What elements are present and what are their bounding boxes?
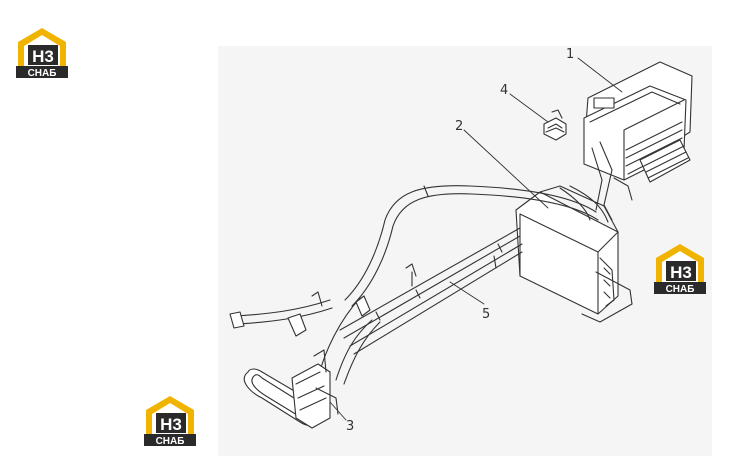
callout-3: 3 [346,419,354,434]
part-3-pump-belt [243,349,339,429]
callout-2: 2 [455,119,463,134]
logo-top-text: H3 [160,415,182,434]
callout-5: 5 [482,307,490,322]
leader-5 [449,281,485,305]
callout-1: 1 [566,47,574,62]
logo-top-text: H3 [32,47,54,66]
part-2-heater-box [515,185,633,323]
leader-1 [577,57,623,93]
logo-bottom-text: CHAБ [666,284,695,295]
watermark-logo-right: H3 CHAБ [652,242,708,296]
leader-lines [329,57,623,421]
part-4-bracket [543,109,567,141]
callout-4: 4 [500,83,508,98]
logo-bottom-text: CHAБ [156,436,185,447]
watermark-logo-bottom-left: H3 CHAБ [142,394,198,448]
watermark-logo-top-left: H3 CHAБ [14,26,70,80]
leader-2 [463,129,549,209]
part-1-control-box [583,61,693,221]
logo-bottom-text: CHAБ [28,68,57,79]
logo-top-text: H3 [670,263,692,282]
hose-assembly [229,185,609,385]
leader-3 [329,401,347,421]
leader-4 [509,93,549,123]
